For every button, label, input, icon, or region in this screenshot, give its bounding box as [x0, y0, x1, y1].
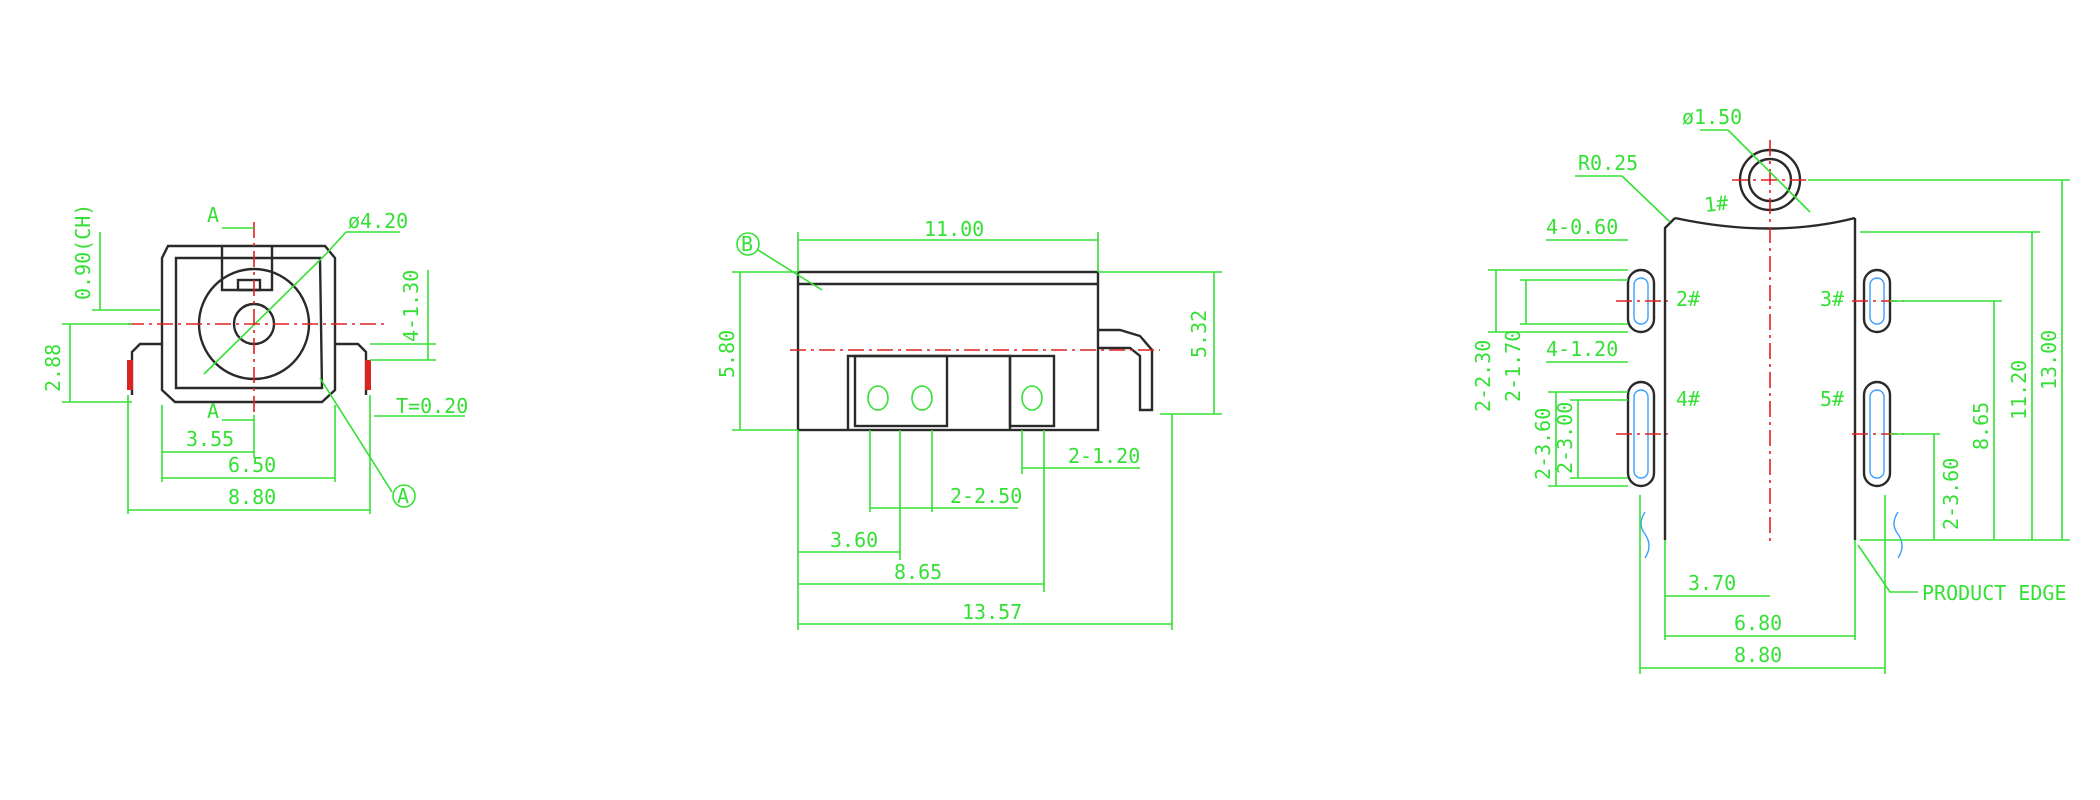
- front-dim-3-55: 3.55: [186, 427, 234, 451]
- front-right-pin-mark: [365, 360, 371, 390]
- side-right-tab: [1098, 328, 1154, 412]
- side-body: [796, 270, 1100, 432]
- front-top-latch: [236, 278, 262, 292]
- front-section-label-bottom: A: [207, 399, 219, 423]
- front-diameter-leader: [325, 231, 347, 255]
- pcb-left-leg: [1663, 217, 1676, 540]
- pcb-layout: ø1.50 R0.25 1# 2# 3# 4# 5# 4-0.60 4-1.20: [1471, 105, 2070, 674]
- front-callout-circle: [392, 484, 416, 508]
- front-left-pin-mark: [127, 360, 133, 390]
- pcb-pin1-label: 1#: [1703, 191, 1729, 217]
- front-section-label-top: A: [207, 203, 219, 227]
- front-callout-leader: [319, 377, 393, 493]
- pcb-dim-8-65: 8.65: [1969, 402, 1993, 450]
- side-slot-large-round-a: [867, 385, 889, 411]
- side-dim-13-57: 13.57: [962, 600, 1022, 624]
- pcb-break-right: [1893, 511, 1903, 559]
- pcb-pin1-dia-line: [1727, 129, 1811, 213]
- pcb-dim-2-30: 2-2.30: [1471, 340, 1495, 412]
- pcb-radius-leader: [1621, 175, 1671, 223]
- side-slot-small-round: [1021, 385, 1043, 411]
- pcb-dim-3-00: 2-3.00: [1553, 402, 1577, 474]
- side-dim-5-32: 5.32: [1187, 310, 1211, 358]
- front-view: A A 0.90(CH) 2.88 ø4.20 4-1.30 T=0.20 3.…: [41, 203, 468, 514]
- pcb-dim-11-20: 11.20: [2007, 360, 2031, 420]
- pcb-dim-6-80: 6.80: [1734, 611, 1782, 635]
- side-slot-large: [853, 354, 949, 428]
- pcb-slot-width-top: 4-0.60: [1546, 215, 1618, 239]
- side-slot-small: [1008, 354, 1056, 428]
- front-diameter-line: [203, 253, 327, 375]
- front-right-leg: [335, 342, 368, 395]
- front-chamfer-label: 0.90(CH): [71, 204, 95, 300]
- front-body-outline: [160, 244, 337, 404]
- front-top-tab: [220, 246, 274, 292]
- pcb-slot-width-bottom: 4-1.20: [1546, 337, 1618, 361]
- front-callout-label: A: [397, 484, 409, 508]
- pcb-pin4-label: 4#: [1676, 387, 1700, 411]
- pcb-dim-3-60-left: 2-3.60: [1531, 408, 1555, 480]
- side-dim-5-80: 5.80: [715, 330, 739, 378]
- side-slot-large-round-b: [911, 385, 933, 411]
- front-hole-diameter-label: ø4.20: [348, 209, 408, 233]
- side-dim-11: 11.00: [924, 217, 984, 241]
- pcb-pin3-label: 3#: [1820, 287, 1844, 311]
- pcb-dim-8-80: 8.80: [1734, 643, 1782, 667]
- front-height-label: 2.88: [41, 344, 65, 392]
- pcb-pin5-label: 5#: [1820, 387, 1844, 411]
- side-dim-8-65: 8.65: [894, 560, 942, 584]
- side-callout-label: B: [741, 232, 753, 256]
- front-pins-label: 4-1.30: [399, 270, 423, 342]
- pcb-dim-3-60-right: 2-3.60: [1939, 458, 1963, 530]
- pcb-break-left: [1640, 511, 1650, 559]
- pcb-product-edge-leader: [1857, 544, 1918, 593]
- pcb-top-edge: [1674, 216, 1856, 230]
- pcb-pin1-dia-label: ø1.50: [1682, 105, 1742, 129]
- pcb-radius-label: R0.25: [1578, 151, 1638, 175]
- pcb-dim-1-70: 2-1.70: [1501, 330, 1525, 402]
- side-dim-2-2-50: 2-2.50: [950, 484, 1022, 508]
- pcb-product-edge-label: PRODUCT EDGE: [1922, 581, 2067, 605]
- side-callout-circle: [736, 232, 760, 256]
- side-dim-3-60: 3.60: [830, 528, 878, 552]
- side-dim-2-1-20: 2-1.20: [1068, 444, 1140, 468]
- side-callout-leader: [757, 249, 823, 291]
- front-left-leg: [130, 342, 162, 395]
- side-body-bottom: [846, 354, 1012, 430]
- side-view: 11.00 5.80 5.32 2-1.20 2-2.50 3.60 8.65 …: [715, 217, 1222, 630]
- pcb-dim-13-00: 13.00: [2037, 330, 2061, 390]
- pcb-pin2-label: 2#: [1676, 287, 1700, 311]
- pcb-dim-3-70: 3.70: [1688, 571, 1736, 595]
- front-dim-6-50: 6.50: [228, 453, 276, 477]
- front-dim-8-80: 8.80: [228, 485, 276, 509]
- front-thickness-label: T=0.20: [396, 394, 468, 418]
